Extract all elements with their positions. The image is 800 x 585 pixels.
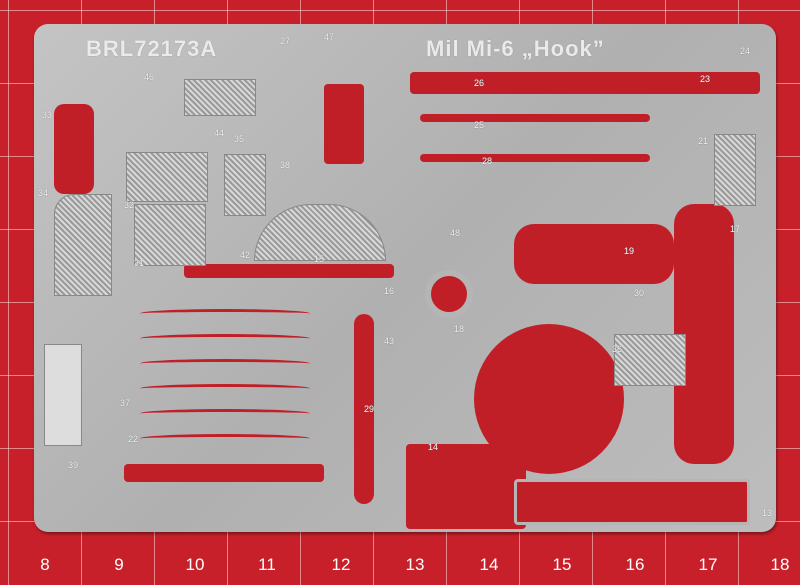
- part-number: 32: [124, 200, 135, 210]
- cutout: [410, 72, 760, 94]
- part-number: 35: [234, 134, 245, 144]
- part-number: 13: [762, 508, 773, 518]
- fret-code: BRL72173A: [86, 36, 218, 61]
- part-number: 44: [214, 128, 225, 138]
- ruler-mark: 12: [331, 555, 351, 574]
- ruler-mark: 8: [40, 555, 50, 574]
- part-number: 22: [128, 434, 139, 444]
- part-number: 21: [698, 136, 709, 146]
- seat-panel: [44, 344, 82, 446]
- seatbelt-strip: [140, 309, 310, 318]
- mesh-panel: [134, 204, 206, 266]
- cutout: [420, 114, 650, 122]
- cutout: [184, 264, 394, 278]
- part-number: 46: [144, 72, 155, 82]
- ruler-mark: 16: [625, 555, 645, 574]
- seatbelt-strip: [140, 409, 310, 418]
- cutout: [514, 224, 674, 284]
- part-number: 38: [280, 160, 291, 170]
- part-number: 14: [428, 442, 439, 452]
- part-number: 18: [454, 324, 465, 334]
- part-number: 17: [730, 224, 741, 234]
- ruler-mark: 9: [114, 555, 124, 574]
- part-number: 31: [134, 258, 145, 268]
- part-number: 43: [384, 336, 395, 346]
- part-number: 26: [474, 78, 485, 88]
- cutout: [54, 104, 94, 194]
- cutout: [514, 479, 750, 525]
- part-number: 25: [474, 120, 485, 130]
- part-number: 19: [624, 246, 635, 256]
- seatbelt-strip: [140, 434, 310, 443]
- seatbelt-strip: [140, 334, 310, 343]
- part-number: 48: [450, 228, 461, 238]
- part-number: 24: [740, 46, 751, 56]
- part-number: 15: [314, 254, 325, 264]
- ruler-mark: 11: [258, 555, 276, 574]
- ruler-mark: 18: [770, 555, 790, 574]
- seatbelt-strip: [140, 384, 310, 393]
- perforated-panel: [224, 154, 266, 216]
- part-number: 23: [700, 74, 711, 84]
- ruler-mark: 14: [479, 555, 499, 574]
- cutout: [420, 154, 650, 162]
- fret-subject: Mil Mi-6 „Hook”: [426, 36, 605, 61]
- instrument-dashboard: [254, 204, 386, 261]
- photo-etch-fret: BRL72173A Mil Mi-6 „Hook” 27 47 46 44 33…: [34, 24, 776, 532]
- part-number: 30: [634, 288, 645, 298]
- cutout: [324, 84, 364, 164]
- part-number: 33: [42, 110, 53, 120]
- part-number: 36: [612, 344, 623, 354]
- part-number: 27: [280, 36, 291, 46]
- part-number: 47: [324, 32, 335, 42]
- ruler-mark: 17: [698, 555, 718, 574]
- part-number: 37: [120, 398, 131, 408]
- mesh-panel: [614, 334, 686, 386]
- part-number: 42: [240, 250, 251, 260]
- cutout: [474, 324, 624, 474]
- console-panel: [184, 79, 256, 116]
- grille-panel: [714, 134, 756, 206]
- part-number: 39: [68, 460, 79, 470]
- cutout: [354, 314, 374, 504]
- mesh-panel: [126, 152, 208, 202]
- part-number: 28: [482, 156, 493, 166]
- ruler-mark: 13: [405, 555, 425, 574]
- part-number: 16: [384, 286, 395, 296]
- cutout: [124, 464, 324, 482]
- part-number: 29: [364, 404, 375, 414]
- rotor-hub: [425, 270, 473, 318]
- seatbelt-strip: [140, 359, 310, 368]
- instrument-panel: [54, 194, 112, 296]
- part-number: 34: [38, 188, 49, 198]
- ruler-mark: 10: [185, 555, 205, 574]
- ruler-mark: 15: [552, 555, 572, 574]
